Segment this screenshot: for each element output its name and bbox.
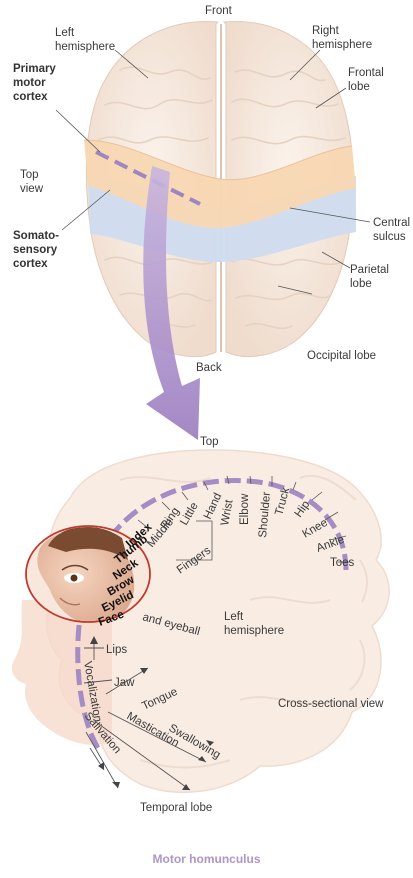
label-section-left-hemisphere: Left hemisphere (224, 610, 284, 638)
label-somatosensory-cortex: Somato- sensory cortex (13, 229, 59, 271)
label-parietal-lobe: Parietal lobe (350, 263, 389, 291)
label-central-sulcus: Central sulcus (373, 216, 410, 244)
label-elbow: Elbow (239, 493, 251, 525)
label-top: Top (200, 435, 219, 449)
label-primary-motor-cortex: Primary motor cortex (13, 62, 56, 104)
label-temporal-lobe: Temporal lobe (140, 801, 212, 815)
label-top-view: Top view (20, 168, 43, 196)
label-cross-sectional-view: Cross-sectional view (278, 697, 383, 711)
label-front: Front (205, 4, 232, 18)
label-jaw: Jaw (114, 677, 135, 689)
brain-top-view (84, 22, 356, 357)
label-lips: Lips (106, 644, 127, 656)
label-right-hemisphere: Right hemisphere (312, 24, 372, 52)
label-left-hemisphere: Left hemisphere (55, 26, 115, 54)
figure-caption: Motor homunculus (0, 852, 413, 866)
label-occipital-lobe: Occipital lobe (307, 349, 376, 363)
label-frontal-lobe: Frontal lobe (348, 66, 384, 94)
label-toes: Toes (330, 557, 355, 569)
label-back: Back (196, 361, 222, 375)
